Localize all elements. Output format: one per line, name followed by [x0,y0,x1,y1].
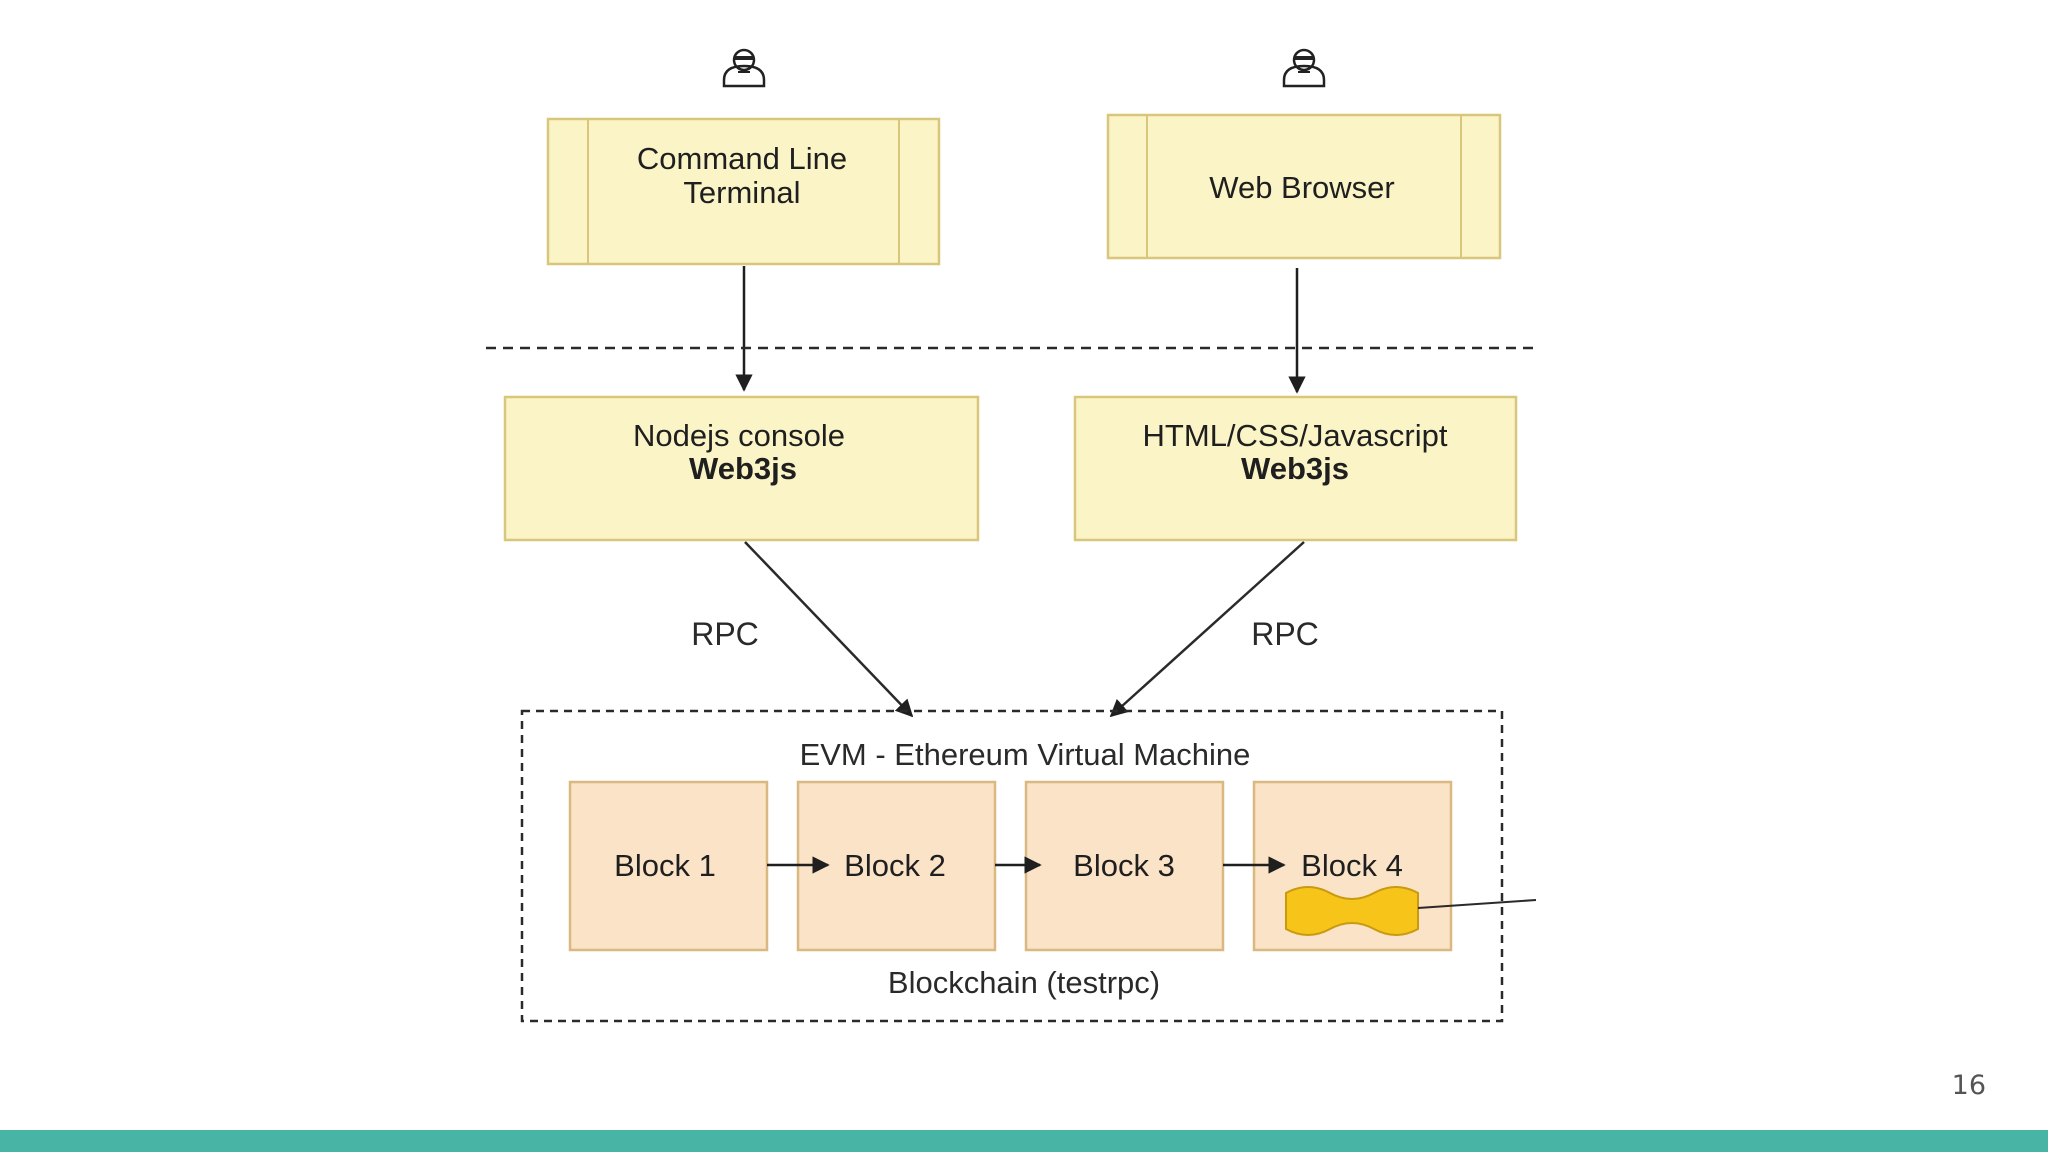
block-label: Block 1 [614,848,716,883]
user-icon [722,48,766,88]
library-line1: HTML/CSS/Javascript [1143,418,1448,453]
library-line2: Web3js [1241,451,1349,486]
accent-bar [0,1130,2048,1152]
client-box-web-browser: Web Browser [1106,113,1502,260]
rpc-label-left: RPC [691,616,759,652]
library-line1: Nodejs console [633,418,845,453]
contract-connector [1417,899,1537,909]
library-line2: Web3js [689,451,797,486]
rpc-arrow-right [1109,541,1305,718]
library-box-html: HTML/CSS/Javascript Web3js [1073,395,1518,542]
library-box-nodejs: Nodejs console Web3js [503,395,980,542]
client-box-command-line: Command Line Terminal [546,117,941,266]
rpc-label-right: RPC [1251,616,1319,652]
user-icon [1282,48,1326,88]
block-3: Block 3 [1024,780,1225,952]
blockchain-caption: Blockchain (testrpc) [888,965,1160,1000]
client-label-line: Command Line [637,141,847,176]
evm-title: EVM - Ethereum Virtual Machine [800,737,1251,772]
block-label: Block 2 [844,848,946,883]
page-number: 16 [1951,1070,1986,1101]
contract-icon [1285,886,1419,936]
rpc-arrow-left [744,541,914,718]
block-2: Block 2 [796,780,997,952]
block-1: Block 1 [568,780,769,952]
block-label: Block 3 [1073,848,1175,883]
evm-container: EVM - Ethereum Virtual Machine Blockchai… [520,709,1504,1023]
client-label-line: Terminal [683,175,800,210]
client-label-line: Web Browser [1209,170,1395,205]
block-label: Block 4 [1301,848,1403,883]
